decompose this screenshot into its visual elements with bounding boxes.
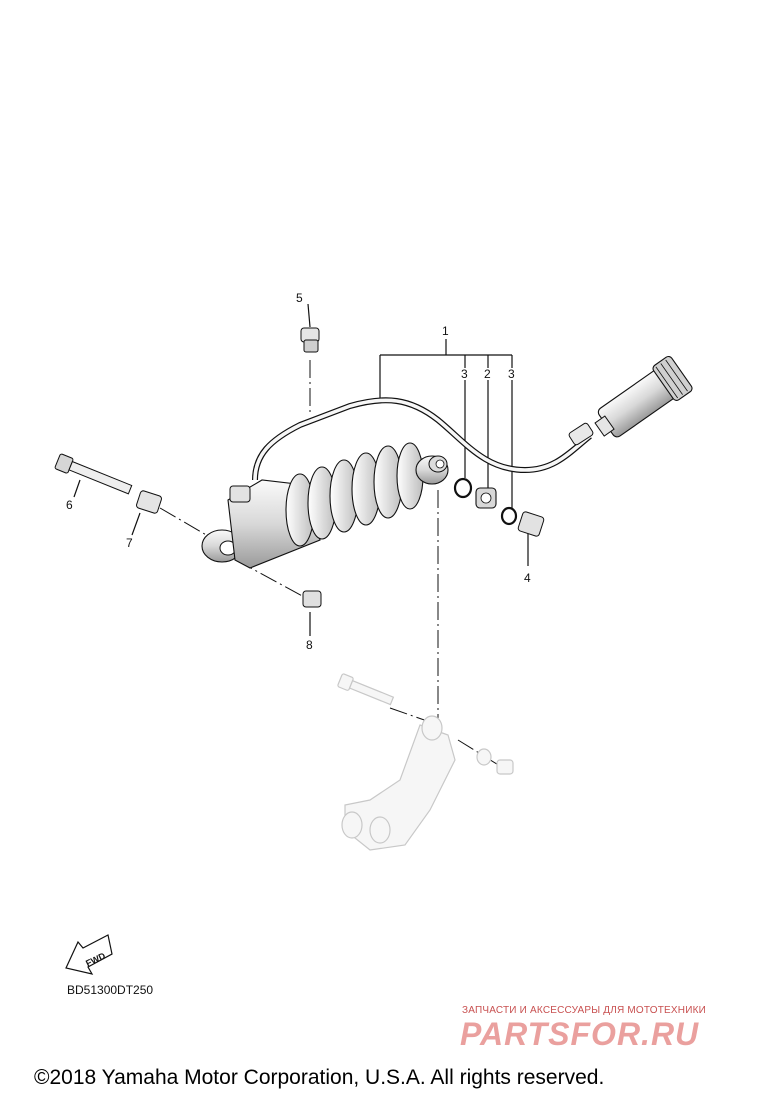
watermark-tagline: ЗАПЧАСТИ И АКСЕССУАРЫ ДЛЯ МОТОТЕХНИКИ <box>462 1005 707 1016</box>
part-2-bearing <box>475 487 497 509</box>
part-7-collar <box>136 490 162 514</box>
callout-5: 5 <box>296 291 303 305</box>
callout-3a: 3 <box>461 367 468 381</box>
part-6-bolt <box>54 453 133 495</box>
part-8-nut <box>302 590 322 608</box>
part-3-oil-seal-a <box>453 477 473 499</box>
rear-shock-absorber <box>201 442 449 569</box>
faded-relay-arm <box>337 673 514 851</box>
callout-7: 7 <box>126 536 133 550</box>
watermark-logo: PARTSFOR.RU <box>460 1016 700 1052</box>
callout-6: 6 <box>66 498 73 512</box>
fwd-arrow-icon: FWD <box>65 934 113 975</box>
callout-1: 1 <box>442 324 449 338</box>
callout-4: 4 <box>524 571 531 585</box>
copyright-notice: ©2018 Yamaha Motor Corporation, U.S.A. A… <box>34 1066 605 1089</box>
callout-3b: 3 <box>508 367 515 381</box>
diagram-code: BD51300DT250 <box>67 983 154 997</box>
callout-8: 8 <box>306 638 313 652</box>
preload-adjuster-hose <box>252 355 693 481</box>
assembly-centerlines <box>159 360 501 767</box>
part-5-fitting <box>300 327 320 353</box>
part-3-oil-seal-b <box>500 506 518 526</box>
callout-2: 2 <box>484 367 491 381</box>
bracket-lines <box>73 303 529 636</box>
part-4-collar <box>517 511 545 537</box>
